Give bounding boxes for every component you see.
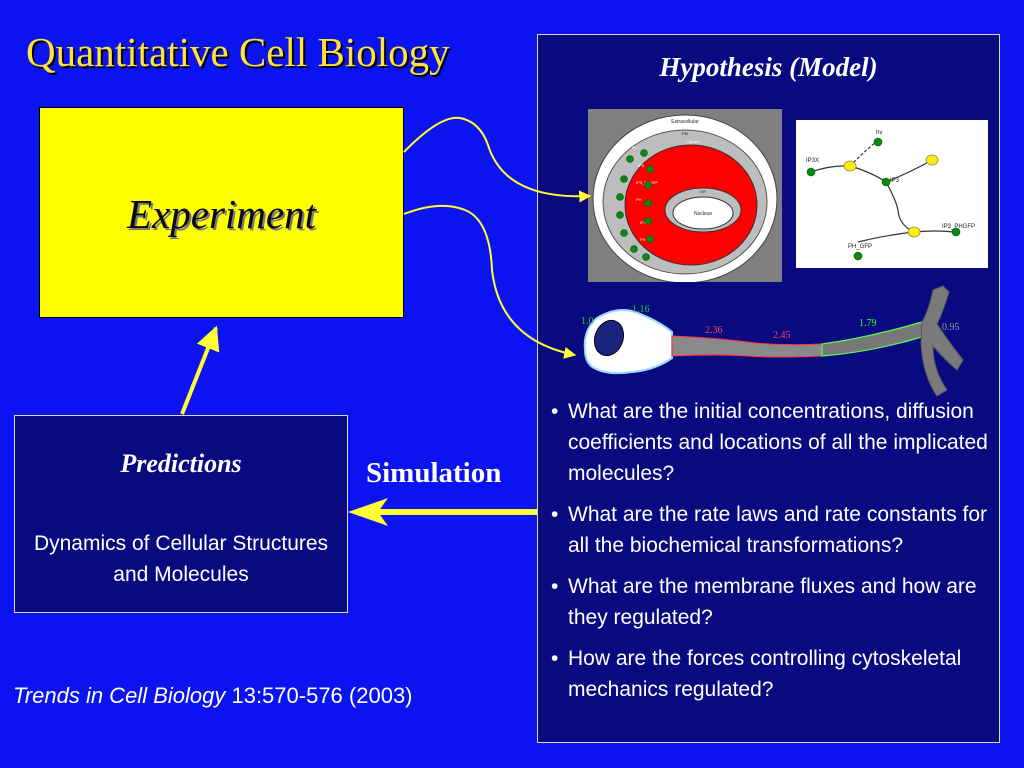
- experiment-label: Experiment: [127, 191, 316, 237]
- question-list: What are the initial concentrations, dif…: [546, 396, 991, 715]
- cell-label-ph: PH: [636, 197, 642, 202]
- cell-label-pm: PM: [682, 131, 688, 136]
- citation-journal: Trends in Cell Biology: [13, 683, 226, 708]
- network-edge: [885, 181, 915, 233]
- predictions-box: Predictions Dynamics of Cellular Structu…: [14, 415, 348, 613]
- network-label-ip3: IP3: [890, 178, 900, 184]
- network-labels: hv IP3X IP3 IP3_PHGFP PH_GFP: [806, 130, 975, 250]
- network-green-nodes: [806, 137, 961, 261]
- molecule-marker: [616, 211, 624, 219]
- cell-compartment-diagram: Extracellular PM Cytosol ER Nucleus PI I…: [588, 109, 782, 282]
- network-node: [806, 167, 816, 177]
- molecule-marker: [644, 217, 652, 225]
- network-node: [907, 226, 921, 238]
- molecule-marker: [626, 155, 634, 163]
- reaction-network-diagram: hv IP3X IP3 IP3_PHGFP PH_GFP: [796, 120, 988, 268]
- network-label-ip3x: IP3X: [806, 158, 819, 164]
- network-label-ip3-phgfp: IP3_PHGFP: [942, 224, 975, 230]
- molecule-marker: [640, 149, 648, 157]
- molecule-marker: [630, 245, 638, 253]
- neuron-value: 1.79: [859, 318, 877, 329]
- neuron-value: 0.95: [942, 322, 960, 333]
- neuron-diagram: 1.0 1.16 2.36 2.45 1.79 0.95: [581, 285, 964, 397]
- network-node: [853, 251, 863, 261]
- cell-label-er: ER: [700, 189, 706, 194]
- neuron-axon-red-segment: [671, 335, 823, 358]
- neuron-value: 1.0: [581, 316, 594, 327]
- molecule-marker: [646, 165, 654, 173]
- neuron-terminal: [920, 285, 964, 397]
- neuron-value: 2.45: [773, 330, 791, 341]
- network-label-ph-gfp: PH_GFP: [848, 244, 872, 250]
- experiment-box: [39, 107, 404, 318]
- network-node: [881, 177, 891, 187]
- question-item: What are the membrane fluxes and how are…: [546, 571, 991, 633]
- citation-reference: 13:570-576 (2003): [225, 683, 413, 708]
- slide-title: Quantitative Cell Biology: [26, 29, 450, 75]
- neuron-nucleus: [593, 319, 625, 357]
- citation: Trends in Cell Biology 13:570-576 (2003): [13, 683, 413, 709]
- cell-label-extracellular: Extracellular: [671, 119, 699, 125]
- network-node: [873, 137, 883, 147]
- network-node: [925, 154, 939, 166]
- simulation-label: Simulation: [366, 457, 502, 489]
- cell-label-ip3-b: IP3: [640, 220, 647, 225]
- arrow-predictions-to-experiment: [180, 325, 220, 415]
- predictions-body: Dynamics of Cellular Structures and Mole…: [33, 532, 329, 586]
- question-item: What are the initial concentrations, dif…: [546, 396, 991, 489]
- molecule-markers: [616, 149, 654, 261]
- predictions-title: Predictions: [120, 449, 242, 478]
- molecule-marker: [620, 175, 628, 183]
- molecule-marker: [616, 193, 624, 201]
- molecule-marker: [644, 181, 652, 189]
- cell-label-ip3: IP3: [638, 163, 645, 168]
- question-item: How are the forces controlling cytoskele…: [546, 643, 991, 705]
- network-yellow-nodes: [843, 154, 939, 238]
- neuron-value: 2.36: [705, 325, 723, 336]
- neuron-values: 1.0 1.16 2.36 2.45 1.79 0.95: [581, 304, 960, 341]
- molecule-marker: [644, 199, 652, 207]
- molecule-marker: [642, 253, 650, 261]
- molecule-marker: [646, 235, 654, 243]
- arrow-simulation-head: [348, 498, 388, 526]
- network-label-hv: hv: [876, 130, 882, 136]
- cell-label-cytosol: Cytosol: [686, 139, 699, 144]
- molecule-marker: [620, 229, 628, 237]
- model-title: Hypothesis (Model): [659, 52, 878, 82]
- cell-label-nucleus: Nucleus: [694, 211, 713, 217]
- cell-label-pi: PI: [632, 145, 636, 150]
- neuron-value: 1.16: [632, 304, 650, 315]
- network-node: [843, 160, 857, 172]
- nucleus-region: [672, 196, 734, 230]
- question-item: What are the rate laws and rate constant…: [546, 499, 991, 561]
- cell-label-ph-b: PH: [640, 237, 646, 242]
- network-node: [951, 227, 961, 237]
